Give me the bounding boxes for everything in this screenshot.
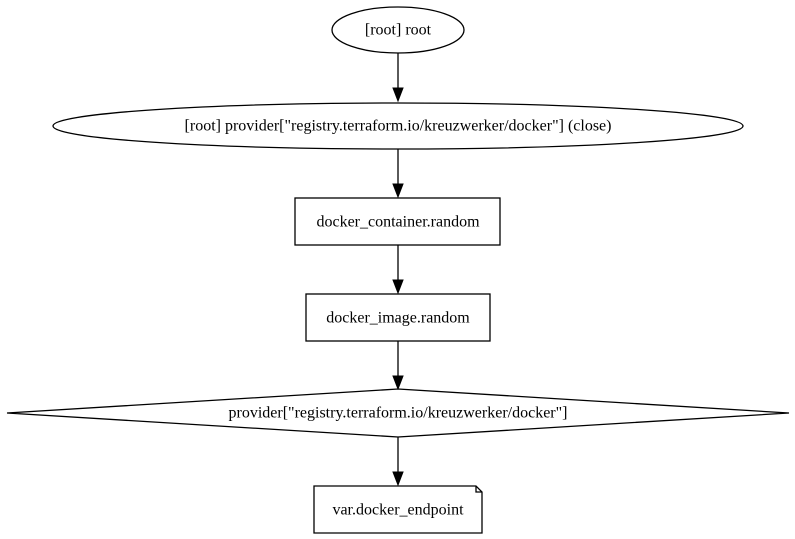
node-root[interactable]: [root] root xyxy=(331,6,465,54)
node-docker-container-label: docker_container.random xyxy=(316,214,480,231)
node-var-docker-endpoint[interactable]: var.docker_endpoint xyxy=(313,485,483,534)
graph-edges xyxy=(392,53,404,487)
node-provider-close-label: [root] provider["registry.terraform.io/k… xyxy=(185,118,612,135)
node-provider-label: provider["registry.terraform.io/kreuzwer… xyxy=(229,405,568,422)
node-provider[interactable]: provider["registry.terraform.io/kreuzwer… xyxy=(6,388,790,438)
edge-provider-close-to-container xyxy=(392,149,404,199)
edge-root-to-provider-close xyxy=(392,53,404,103)
edge-provider-to-var-endpoint xyxy=(392,437,404,487)
node-var-docker-endpoint-label: var.docker_endpoint xyxy=(332,502,464,519)
node-docker-container[interactable]: docker_container.random xyxy=(294,197,501,246)
node-docker-image-label: docker_image.random xyxy=(326,310,470,327)
node-docker-image[interactable]: docker_image.random xyxy=(305,293,491,342)
edge-image-to-provider xyxy=(392,341,404,391)
node-root-label: [root] root xyxy=(365,22,432,39)
node-provider-close[interactable]: [root] provider["registry.terraform.io/k… xyxy=(52,102,744,150)
edge-container-to-image xyxy=(392,245,404,295)
